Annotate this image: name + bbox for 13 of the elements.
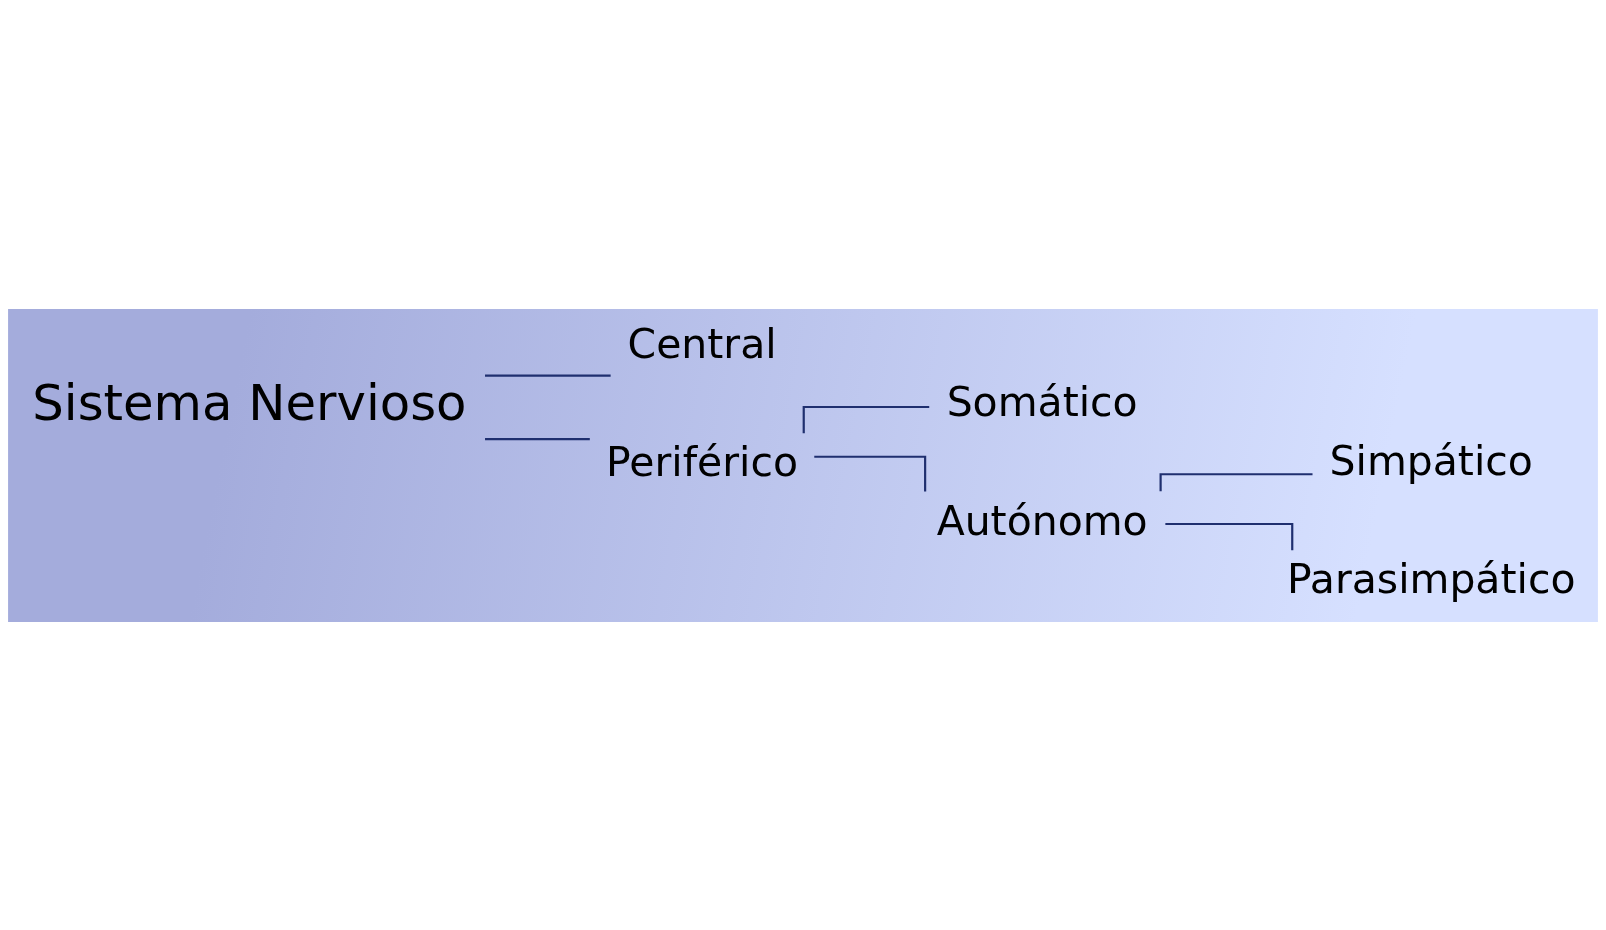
node-text: Parasimpático <box>1286 554 1576 603</box>
node-text: Somático <box>946 377 1138 426</box>
connector <box>1165 522 1294 550</box>
connector <box>802 405 930 433</box>
node-text: Central <box>627 319 777 368</box>
node-text: Simpático <box>1329 436 1533 485</box>
node-text: Autónomo <box>936 496 1148 545</box>
node-text: Sistema Nervioso <box>32 373 467 432</box>
connector <box>1159 472 1313 491</box>
node-text: Periférico <box>606 437 799 486</box>
connector <box>485 373 611 377</box>
connector <box>485 437 590 440</box>
connector <box>814 455 927 491</box>
